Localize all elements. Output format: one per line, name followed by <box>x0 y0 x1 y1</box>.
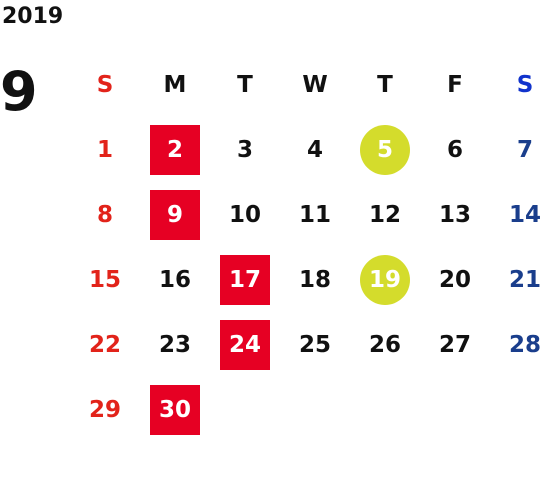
day-cell <box>490 377 548 442</box>
highlighted-day-yellow: 5 <box>360 124 410 175</box>
day-cell[interactable]: 23 <box>140 312 210 377</box>
day-number: 23 <box>158 331 191 358</box>
weekday-label: S <box>516 71 534 98</box>
highlighted-day-red: 17 <box>220 254 270 305</box>
weekday-label: S <box>96 71 114 98</box>
day-cell <box>280 377 350 442</box>
day-cell[interactable]: 8 <box>70 182 140 247</box>
day-cell[interactable]: 22 <box>70 312 140 377</box>
day-cell[interactable]: 6 <box>420 117 490 182</box>
highlighted-day-yellow: 19 <box>360 254 410 305</box>
weekday-label: W <box>302 71 328 98</box>
weekday-sunday: S <box>70 52 140 117</box>
day-cell[interactable]: 14 <box>490 182 548 247</box>
day-cell <box>210 377 280 442</box>
day-cell[interactable]: 16 <box>140 247 210 312</box>
day-cell[interactable]: 3 <box>210 117 280 182</box>
day-cell[interactable]: 5 <box>350 117 420 182</box>
day-number: 1 <box>96 136 113 163</box>
day-number: 15 <box>88 266 121 293</box>
highlighted-day-red: 30 <box>150 384 200 435</box>
day-number: 8 <box>96 201 113 228</box>
week-row: 8 9 10 11 12 13 14 <box>70 182 548 247</box>
day-cell[interactable]: 17 <box>210 247 280 312</box>
day-cell[interactable]: 13 <box>420 182 490 247</box>
day-cell[interactable]: 7 <box>490 117 548 182</box>
day-number <box>290 385 340 435</box>
day-cell[interactable]: 20 <box>420 247 490 312</box>
day-number: 25 <box>298 331 331 358</box>
weekday-saturday: S <box>490 52 548 117</box>
day-cell[interactable]: 29 <box>70 377 140 442</box>
day-cell[interactable]: 21 <box>490 247 548 312</box>
day-cell[interactable]: 2 <box>140 117 210 182</box>
day-number: 7 <box>516 136 533 163</box>
day-cell[interactable]: 10 <box>210 182 280 247</box>
weekday-monday: M <box>140 52 210 117</box>
week-row: 29 30 <box>70 377 548 442</box>
weekday-friday: F <box>420 52 490 117</box>
day-number: 16 <box>158 266 191 293</box>
day-cell[interactable]: 30 <box>140 377 210 442</box>
weekday-label: F <box>447 71 463 98</box>
day-cell[interactable]: 26 <box>350 312 420 377</box>
weekday-tuesday: T <box>210 52 280 117</box>
day-number: 22 <box>88 331 121 358</box>
weekday-thursday: T <box>350 52 420 117</box>
weekday-label: T <box>377 71 393 98</box>
day-cell[interactable]: 24 <box>210 312 280 377</box>
weekday-wednesday: W <box>280 52 350 117</box>
year-label: 2019 <box>2 4 64 29</box>
day-cell[interactable]: 18 <box>280 247 350 312</box>
week-row: 15 16 17 18 19 20 21 <box>70 247 548 312</box>
week-row: 22 23 24 25 26 27 28 <box>70 312 548 377</box>
day-number <box>500 385 548 435</box>
day-cell <box>420 377 490 442</box>
day-number: 27 <box>438 331 471 358</box>
month-label: 9 <box>0 60 38 123</box>
weekday-label: M <box>163 71 187 98</box>
day-number: 6 <box>446 136 463 163</box>
day-cell[interactable]: 12 <box>350 182 420 247</box>
day-cell[interactable]: 15 <box>70 247 140 312</box>
highlighted-day-red: 24 <box>220 319 270 370</box>
day-cell[interactable]: 4 <box>280 117 350 182</box>
highlighted-day-red: 9 <box>150 189 200 240</box>
day-number: 12 <box>368 201 401 228</box>
day-cell[interactable]: 11 <box>280 182 350 247</box>
day-number: 18 <box>298 266 331 293</box>
weekday-label: T <box>237 71 253 98</box>
day-number <box>430 385 480 435</box>
day-number <box>360 385 410 435</box>
day-number: 13 <box>438 201 471 228</box>
day-cell[interactable]: 19 <box>350 247 420 312</box>
highlighted-day-red: 2 <box>150 124 200 175</box>
week-row: 1 2 3 4 5 6 7 <box>70 117 548 182</box>
day-cell[interactable]: 1 <box>70 117 140 182</box>
weekday-header-row: S M T W T F S <box>70 52 548 117</box>
day-cell[interactable]: 25 <box>280 312 350 377</box>
day-cell[interactable]: 28 <box>490 312 548 377</box>
day-number: 14 <box>508 201 541 228</box>
day-number <box>220 385 270 435</box>
day-number: 26 <box>368 331 401 358</box>
day-number: 20 <box>438 266 471 293</box>
day-number: 28 <box>508 331 541 358</box>
day-cell[interactable]: 9 <box>140 182 210 247</box>
day-cell <box>350 377 420 442</box>
day-number: 29 <box>88 396 121 423</box>
day-number: 11 <box>298 201 331 228</box>
day-number: 3 <box>236 136 253 163</box>
day-cell[interactable]: 27 <box>420 312 490 377</box>
day-number: 4 <box>306 136 323 163</box>
day-number: 10 <box>228 201 261 228</box>
day-number: 21 <box>508 266 541 293</box>
